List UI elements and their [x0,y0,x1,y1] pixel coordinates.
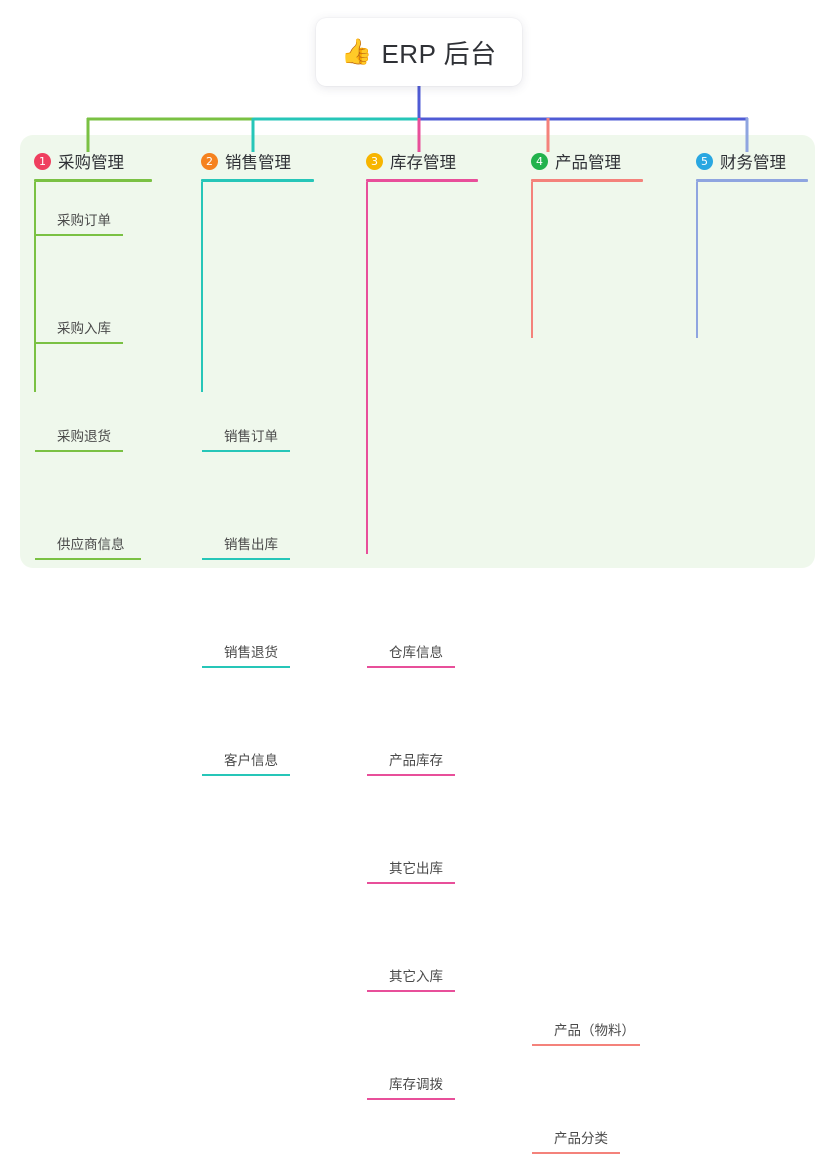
list-item-label: 仓库信息 [389,645,443,660]
root-node-content: 👍 ERP 后台 [341,34,496,71]
column-title-2: 销售管理 [225,154,291,172]
list-item-underline [35,450,123,452]
mindmap-panel [20,135,815,568]
list-item[interactable]: 客户信息 [202,722,320,776]
list-item[interactable]: 销售出库 [202,506,320,560]
root-node-title: ERP 后台 [381,38,497,69]
list-item-label: 产品（物料） [554,1023,635,1038]
list-item-underline [202,450,290,452]
list-item-label: 库存调拨 [389,1077,443,1092]
column-header-3[interactable]: 3 库存管理 [366,150,478,172]
column-badge-3: 3 [366,152,383,170]
list-item-underline [202,774,290,776]
column-5: 5 财务管理 [696,150,808,182]
column-badge-4: 4 [531,152,548,170]
column-underline-5 [696,179,808,182]
list-item-underline [367,774,455,776]
column-badge-2: 2 [201,152,218,170]
list-item-label: 采购入库 [57,321,111,336]
thumbs-up-icon: 👍 [341,37,373,66]
column-header-5[interactable]: 5 财务管理 [696,150,808,172]
list-item-label: 产品分类 [554,1131,608,1146]
list-item[interactable]: 库存盘点 [367,1154,485,1176]
column-underline-4 [531,179,643,182]
column-1: 1 采购管理 [34,150,152,182]
list-item-underline [367,882,455,884]
list-item-label: 其它入库 [389,969,443,984]
list-item-label: 产品库存 [389,753,443,768]
list-item-underline [532,1152,620,1154]
list-item-label: 销售出库 [224,537,278,552]
list-item[interactable]: 产品库存 [367,722,485,776]
list-item-label: 采购退货 [57,429,111,444]
list-item[interactable]: 仓库信息 [367,614,485,668]
list-item-label: 供应商信息 [57,537,125,552]
column-underline-2 [201,179,314,182]
column-header-1[interactable]: 1 采购管理 [34,150,152,172]
column-underline-3 [366,179,478,182]
list-item[interactable]: 供应商信息 [35,506,171,560]
column-badge-1: 1 [34,152,51,170]
column-4: 4 产品管理 [531,150,643,182]
list-item[interactable]: 销售订单 [202,398,320,452]
column-title-1: 采购管理 [58,154,124,172]
list-item[interactable]: 采购入库 [35,290,153,344]
list-item[interactable]: 采购退货 [35,398,153,452]
column-title-3: 库存管理 [390,154,456,172]
list-item[interactable]: 回款单 [697,1154,802,1176]
list-item-underline [202,558,290,560]
list-item[interactable]: 采购订单 [35,182,153,236]
column-3: 3 库存管理 [366,150,478,182]
list-item-underline [367,1098,455,1100]
root-node[interactable]: 👍 ERP 后台 [316,18,522,86]
list-item[interactable]: 其它出库 [367,830,485,884]
list-item-label: 客户信息 [224,753,278,768]
list-item-label: 其它出库 [389,861,443,876]
list-item-underline [35,558,141,560]
column-header-2[interactable]: 2 销售管理 [201,150,314,172]
list-item-underline [35,234,123,236]
list-item-underline [367,666,455,668]
list-item-underline [367,990,455,992]
list-item[interactable]: 产品分类 [532,1100,650,1154]
column-underline-1 [34,179,152,182]
list-item[interactable]: 销售退货 [202,614,320,668]
column-title-5: 财务管理 [720,154,786,172]
list-item[interactable]: 产品（物料） [532,992,670,1046]
column-2: 2 销售管理 [201,150,314,182]
list-item[interactable]: 库存调拨 [367,1046,485,1100]
list-item-underline [532,1044,640,1046]
list-item-label: 销售订单 [224,429,278,444]
column-badge-5: 5 [696,152,713,170]
list-item-underline [202,666,290,668]
list-item[interactable]: 其它入库 [367,938,485,992]
mindmap-canvas: 👍 ERP 后台 1 采购管理采购订单采购入库采购退货供应商信息 2 销售管理销售订单… [20,18,815,1154]
column-title-4: 产品管理 [555,154,621,172]
list-item-label: 销售退货 [224,645,278,660]
list-item-label: 采购订单 [57,213,111,228]
list-item-underline [35,342,123,344]
column-header-4[interactable]: 4 产品管理 [531,150,643,172]
